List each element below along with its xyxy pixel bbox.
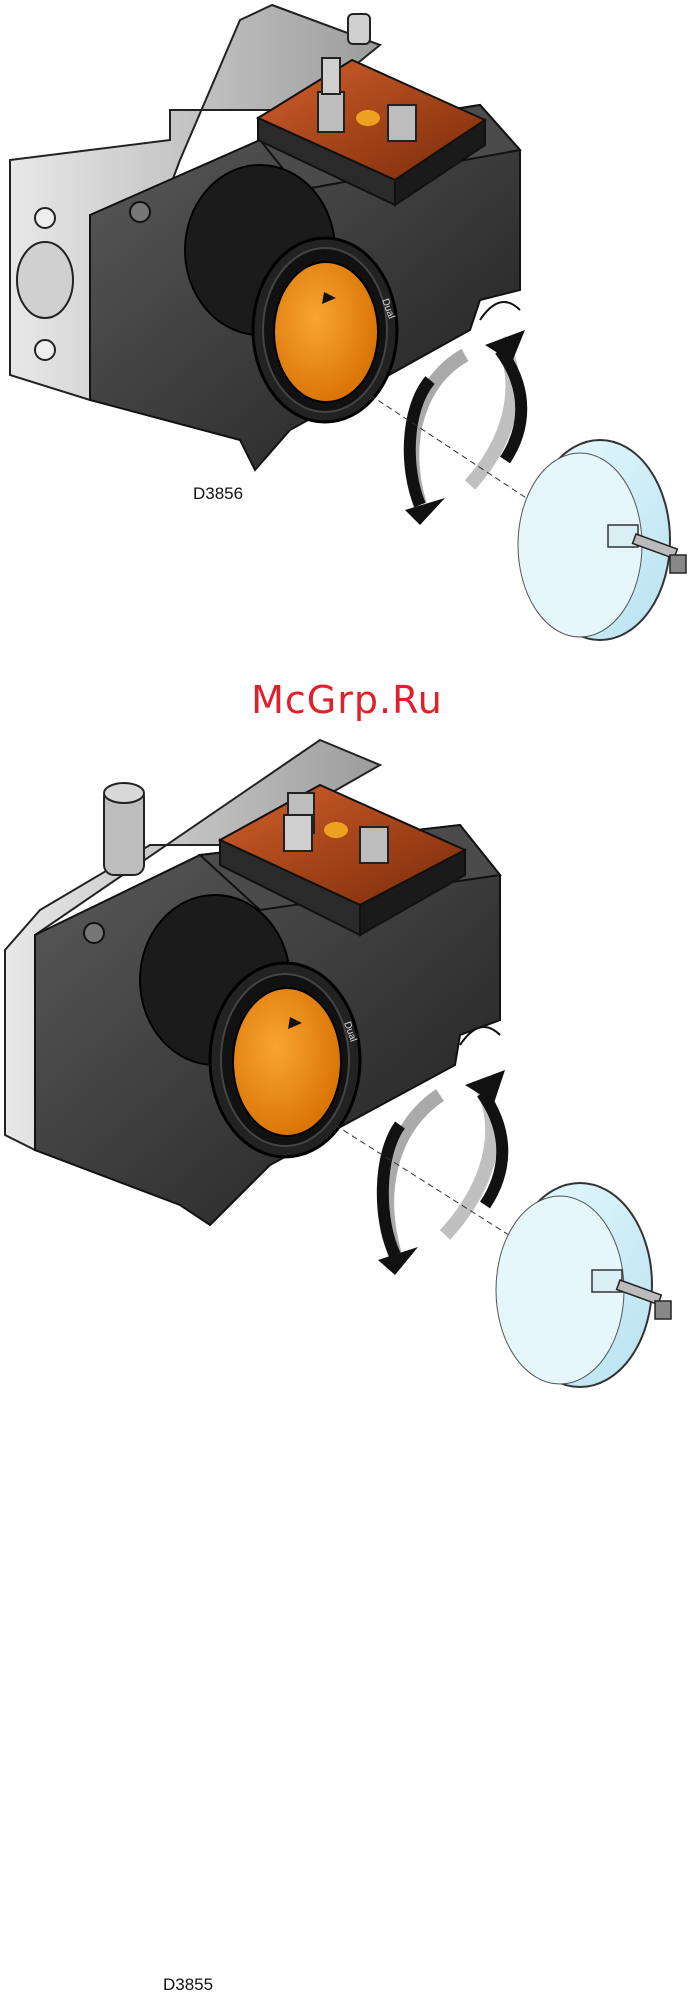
- figure-code-top: D3856: [193, 484, 243, 504]
- figure-bottom: Dual D3855: [0, 735, 694, 1402]
- figure-top: Dual D3856: [0, 0, 694, 650]
- figure-code-bottom: D3855: [163, 1975, 213, 1995]
- orange-lens: [233, 988, 341, 1136]
- watermark: McGrp.Ru: [0, 678, 694, 722]
- orange-lens: [274, 262, 378, 402]
- solenoid-drawing-bottom: Dual: [0, 735, 694, 1402]
- solenoid-drawing-top: Dual: [0, 0, 694, 650]
- protective-cap: [518, 440, 686, 640]
- protective-cap: [496, 1183, 671, 1387]
